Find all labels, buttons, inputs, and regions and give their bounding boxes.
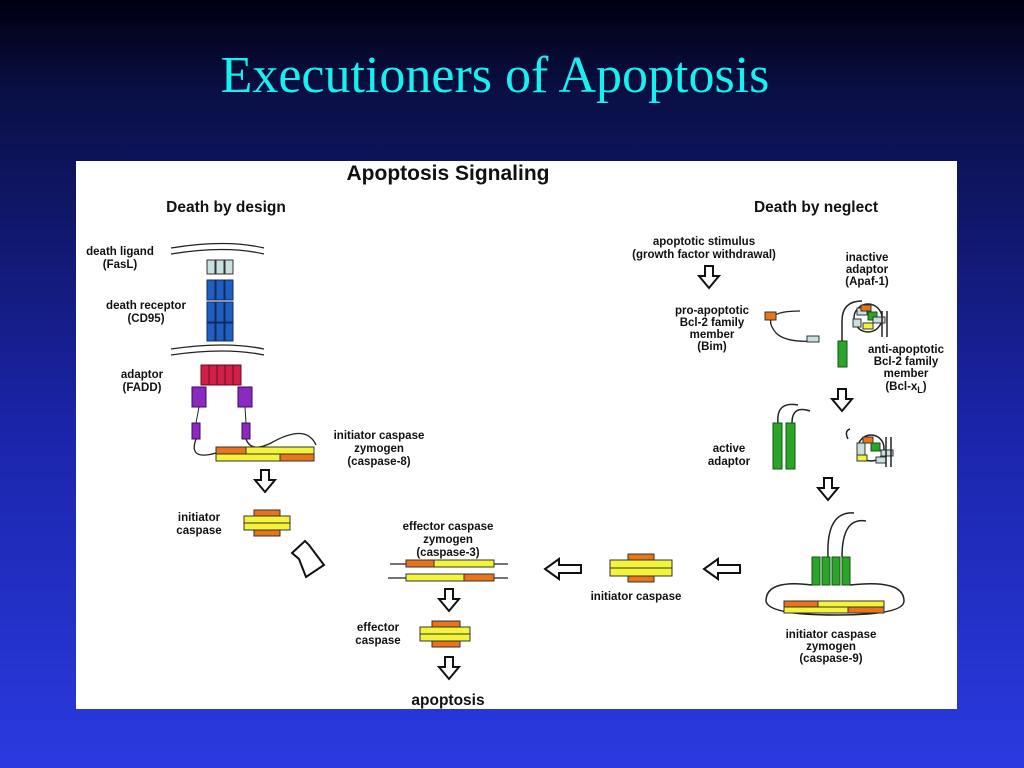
arrow-down-1 [254, 469, 276, 493]
label-initiator-caspase-left: initiator caspase [176, 512, 221, 537]
svg-text:Bcl-2 family: Bcl-2 family [874, 356, 939, 368]
label-death-ligand: death ligand (FasL) [86, 246, 154, 271]
label-apoptosis: apoptosis [411, 692, 484, 709]
right-heading: Death by neglect [754, 199, 878, 216]
arrow-down-3 [438, 656, 460, 680]
svg-text:inactive: inactive [846, 252, 889, 264]
svg-text:(growth factor withdrawal): (growth factor withdrawal) [632, 249, 776, 261]
svg-text:zymogen: zymogen [354, 443, 404, 455]
svg-text:zymogen: zymogen [806, 641, 856, 653]
svg-text:(caspase-3): (caspase-3) [416, 547, 479, 559]
svg-text:adaptor: adaptor [121, 369, 164, 381]
label-stimulus: apoptotic stimulus (growth factor withdr… [632, 236, 776, 261]
svg-text:death ligand: death ligand [86, 246, 154, 258]
svg-text:member: member [884, 368, 929, 380]
label-adaptor-fadd: adaptor (FADD) [121, 369, 164, 394]
apoptosome-caspase9 [765, 512, 905, 616]
label-initiator-caspase-center: initiator caspase [591, 591, 682, 603]
arrow-left-2 [703, 558, 741, 580]
svg-text:caspase: caspase [176, 525, 221, 537]
svg-text:(Apaf-1): (Apaf-1) [845, 276, 889, 288]
arrow-down-apaf [831, 388, 853, 412]
svg-text:initiator caspase: initiator caspase [334, 430, 425, 442]
effector-caspase-active [419, 620, 471, 648]
svg-text:active: active [713, 443, 746, 455]
label-active-adaptor: active adaptor [708, 443, 751, 468]
label-effector-zymogen: effector caspase zymogen (caspase-3) [403, 521, 494, 559]
death-receptor-cd95 [206, 279, 234, 342]
svg-text:(caspase-9): (caspase-9) [799, 653, 862, 665]
adaptor-fadd [191, 364, 253, 440]
label-initiator-zymogen-9: initiator caspase zymogen (caspase-9) [786, 629, 877, 665]
label-initiator-zymogen-8: initiator caspase zymogen (caspase-8) [334, 430, 425, 468]
left-heading: Death by design [166, 199, 286, 216]
svg-text:(FasL): (FasL) [103, 259, 138, 271]
cell-membrane-top [170, 242, 265, 255]
svg-text:member: member [690, 329, 735, 341]
death-ligand-fasl [206, 259, 234, 275]
apoptosis-diagram: Apoptosis Signaling Death by design Deat… [86, 162, 945, 709]
svg-text:(Bcl-xL): (Bcl-xL) [885, 381, 926, 395]
svg-text:apoptotic stimulus: apoptotic stimulus [653, 236, 755, 248]
label-death-receptor: death receptor (CD95) [106, 300, 186, 325]
arrow-diagonal [290, 539, 326, 579]
label-anti-apoptotic: anti-apoptotic Bcl-2 family member (Bcl-… [868, 344, 945, 395]
label-pro-apoptotic: pro-apoptotic Bcl-2 family member (Bim) [675, 305, 750, 353]
svg-text:(Bim): (Bim) [697, 341, 727, 353]
svg-text:(CD95): (CD95) [127, 313, 164, 325]
svg-text:initiator: initiator [178, 512, 221, 524]
svg-text:effector: effector [357, 622, 400, 634]
initiator-caspase-8-active [243, 509, 291, 537]
inactive-apaf1-complex [837, 300, 888, 368]
arrow-down-apoptosome [817, 477, 839, 501]
svg-text:effector caspase: effector caspase [403, 521, 494, 533]
label-effector-caspase: effector caspase [355, 622, 400, 647]
svg-text:(caspase-8): (caspase-8) [347, 456, 410, 468]
cell-membrane-bottom [170, 344, 265, 356]
svg-text:pro-apoptotic: pro-apoptotic [675, 305, 750, 317]
slide-title: Executioners of Apoptosis [220, 47, 770, 104]
svg-text:(FADD): (FADD) [123, 382, 162, 394]
effector-zymogen-caspase3 [388, 559, 508, 582]
apoptosis-figure: Apoptosis Signaling Death by design Deat… [76, 161, 957, 709]
figure-title: Apoptosis Signaling [347, 162, 550, 185]
arrow-down-2 [438, 588, 460, 612]
initiator-caspase-9-active [609, 553, 673, 583]
svg-text:initiator caspase: initiator caspase [786, 629, 877, 641]
svg-text:adaptor: adaptor [708, 456, 751, 468]
initiator-zymogen-caspase8 [193, 432, 317, 462]
svg-text:Bcl-2 family: Bcl-2 family [680, 317, 745, 329]
label-inactive-adaptor: inactive adaptor (Apaf-1) [845, 252, 889, 288]
svg-text:zymogen: zymogen [423, 534, 473, 546]
svg-text:death receptor: death receptor [106, 300, 186, 312]
svg-text:anti-apoptotic: anti-apoptotic [868, 344, 945, 356]
svg-text:caspase: caspase [355, 635, 400, 647]
arrow-down-stimulus [698, 265, 720, 289]
bim-protein [764, 310, 820, 343]
arrow-left-1 [544, 558, 582, 580]
svg-text:adaptor: adaptor [846, 264, 889, 276]
bim-bclxl-complex [845, 428, 894, 467]
active-adaptor-dimer [772, 403, 811, 470]
